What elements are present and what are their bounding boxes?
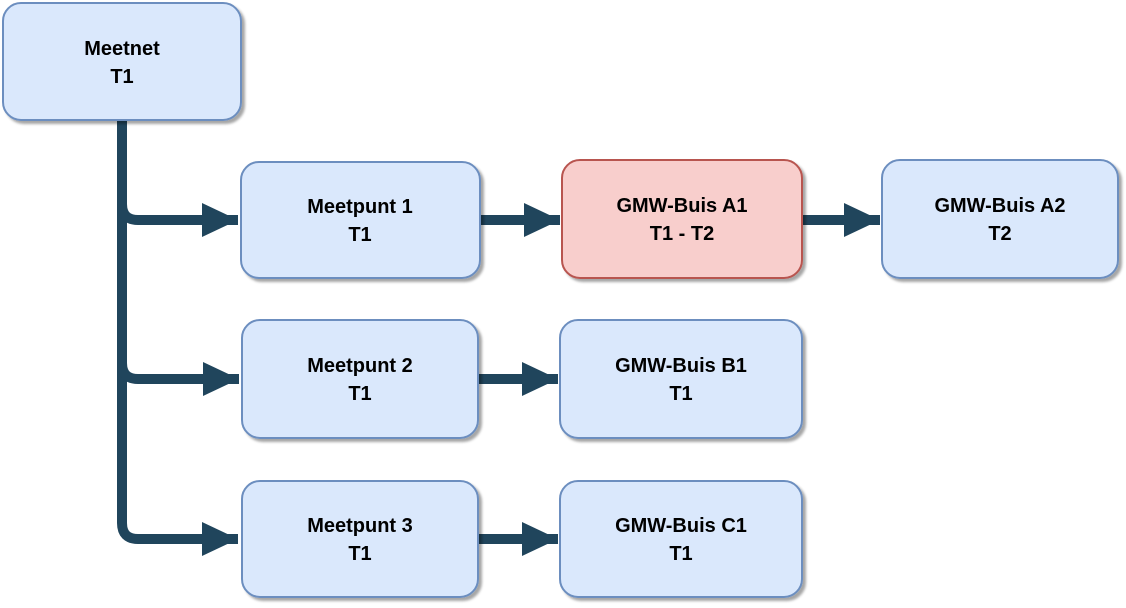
edge-meetnet-meetpunt-1 (117, 203, 238, 237)
node-gmw-buis-a2-period: T2 (988, 223, 1011, 245)
node-meetpunt-3: Meetpunt 3 T1 (241, 480, 479, 598)
node-meetpunt-3-label: Meetpunt 3 (307, 515, 413, 537)
node-meetpunt-1-label: Meetpunt 1 (307, 196, 413, 218)
node-gmw-buis-a1: GMW-Buis A1 T1 - T2 (561, 159, 803, 279)
node-gmw-buis-a1-period: T1 - T2 (650, 223, 714, 245)
node-gmw-buis-b1-box (559, 319, 803, 439)
node-meetpunt-1-box (240, 161, 481, 279)
node-meetpunt-3-period: T1 (348, 543, 371, 565)
node-meetpunt-2-box (241, 319, 479, 439)
node-meetnet-box (2, 2, 242, 121)
node-meetpunt-2-period: T1 (348, 383, 371, 405)
node-gmw-buis-b1-period: T1 (669, 383, 692, 405)
node-gmw-buis-b1: GMW-Buis B1 T1 (559, 319, 803, 439)
node-meetpunt-1: Meetpunt 1 T1 (240, 161, 481, 279)
node-gmw-buis-c1-label: GMW-Buis C1 (615, 515, 747, 537)
node-meetpunt-3-box (241, 480, 479, 598)
edge-meetnet-meetpunt-3 (117, 118, 238, 556)
node-meetpunt-2-label: Meetpunt 2 (307, 355, 413, 377)
node-meetnet-period: T1 (110, 66, 133, 88)
node-gmw-buis-a2-label: GMW-Buis A2 (934, 195, 1065, 217)
node-gmw-buis-c1-period: T1 (669, 543, 692, 565)
node-gmw-buis-a2-box (881, 159, 1119, 279)
node-gmw-buis-c1: GMW-Buis C1 T1 (559, 480, 803, 598)
node-meetpunt-1-period: T1 (348, 224, 371, 246)
node-gmw-buis-c1-box (559, 480, 803, 598)
node-gmw-buis-a1-box (561, 159, 803, 279)
edge-meetnet-meetpunt-2 (117, 362, 239, 396)
edges (117, 118, 880, 556)
node-meetnet-label: Meetnet (84, 38, 160, 60)
node-meetpunt-2: Meetpunt 2 T1 (241, 319, 479, 439)
node-gmw-buis-b1-label: GMW-Buis B1 (615, 355, 747, 377)
node-meetnet: Meetnet T1 (2, 2, 242, 121)
node-gmw-buis-a2: GMW-Buis A2 T2 (881, 159, 1119, 279)
node-gmw-buis-a1-label: GMW-Buis A1 (616, 195, 747, 217)
